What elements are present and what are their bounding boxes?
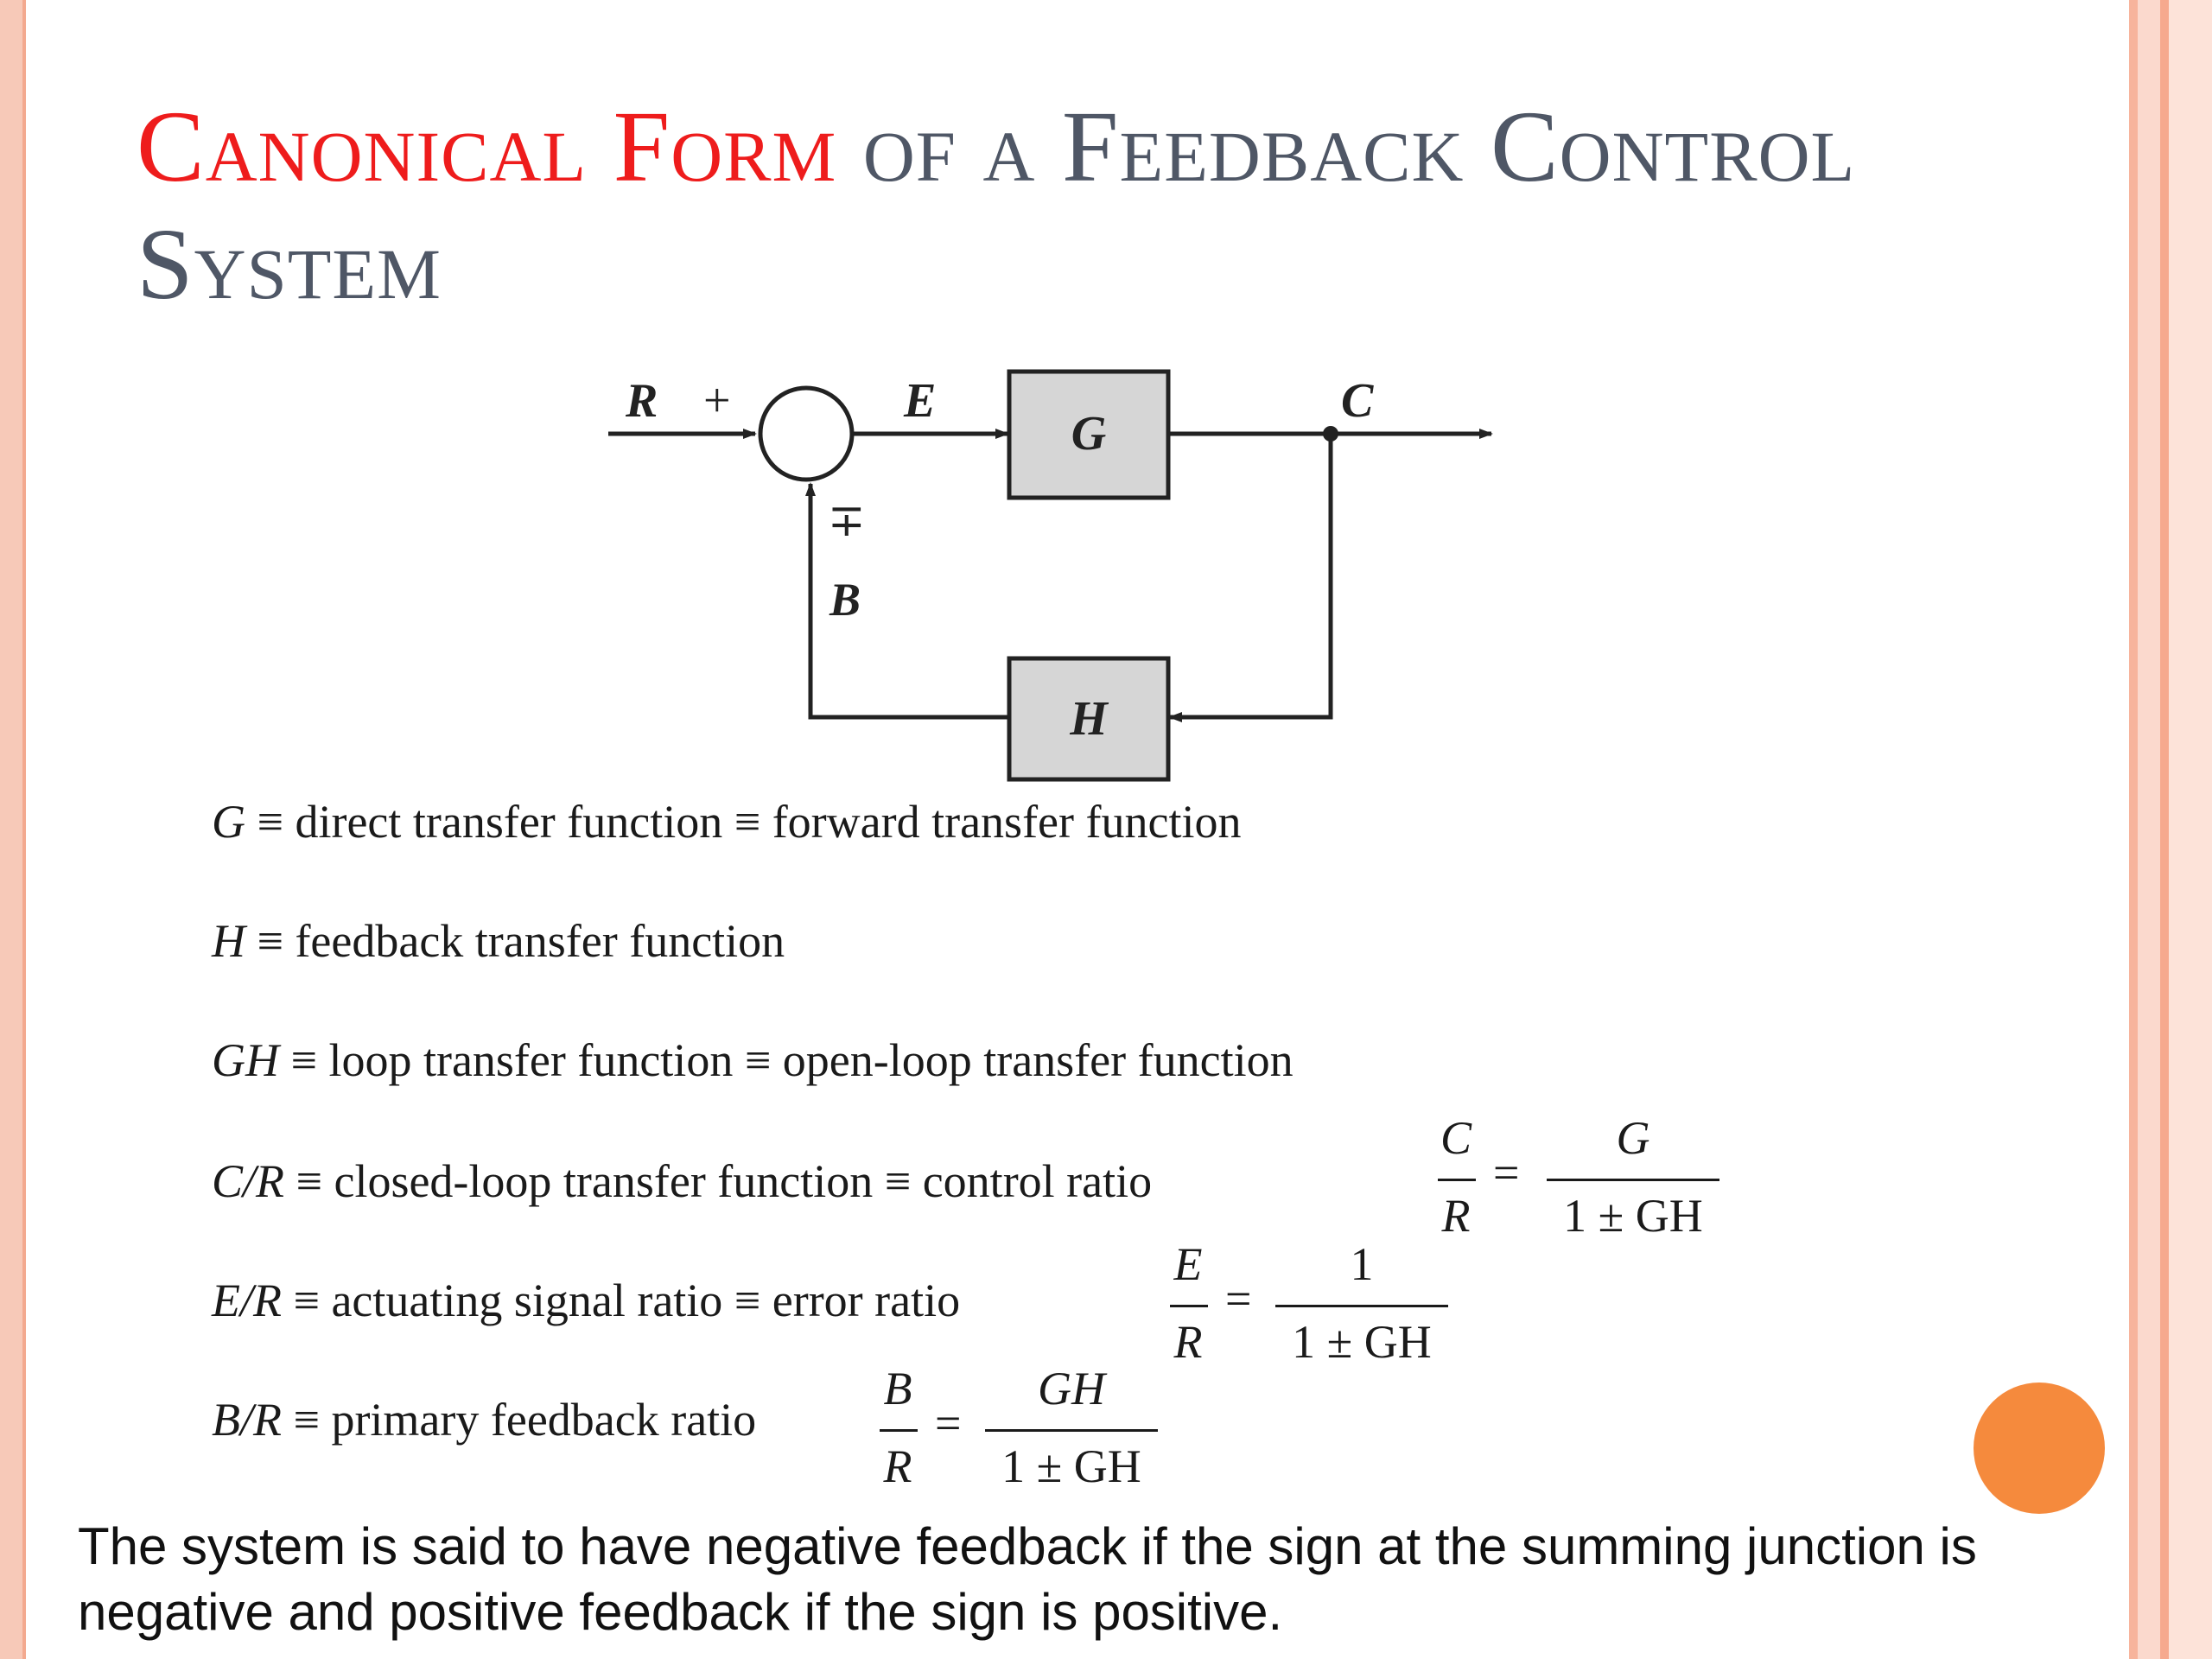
label-g: G bbox=[1071, 407, 1106, 461]
summing-junction bbox=[758, 385, 855, 482]
definition-symbol: E/R bbox=[212, 1274, 282, 1326]
slide-title: Canonical Form of a Feedback Control Sys… bbox=[137, 88, 1951, 323]
formula-lhs-bar bbox=[1438, 1179, 1476, 1181]
label-b: B bbox=[829, 574, 861, 626]
formula-lhs-denominator: R bbox=[1441, 1190, 1471, 1242]
formula-rhs-numerator: GH bbox=[1038, 1363, 1105, 1414]
formula-lhs-numerator: E bbox=[1173, 1238, 1203, 1290]
label-c: C bbox=[1341, 374, 1374, 428]
formula-lhs-denominator: R bbox=[883, 1440, 912, 1492]
definition-symbol: B/R bbox=[212, 1394, 282, 1446]
definition-er: E/R ≡ actuating signal ratio ≡ error rat… bbox=[212, 1274, 960, 1327]
label-h: H bbox=[1069, 692, 1109, 746]
formula-rhs-denominator: 1 ± GH bbox=[1001, 1440, 1141, 1492]
formula-error-ratio: E R = 1 1 ± GH bbox=[1158, 1237, 1452, 1376]
definition-text: ≡ primary feedback ratio bbox=[281, 1394, 757, 1446]
formula-rhs-bar bbox=[985, 1429, 1158, 1432]
definition-text: ≡ feedback transfer function bbox=[245, 915, 785, 967]
formula-lhs-bar bbox=[1170, 1305, 1208, 1307]
feedback-path-left bbox=[805, 482, 1009, 720]
definition-br: B/R ≡ primary feedback ratio bbox=[212, 1393, 756, 1446]
formula-rhs-bar bbox=[1275, 1305, 1448, 1307]
formula-lhs-numerator: B bbox=[883, 1363, 912, 1414]
formula-rhs-denominator: 1 ± GH bbox=[1563, 1190, 1703, 1242]
formula-lhs-denominator: R bbox=[1173, 1316, 1203, 1368]
title-accent-text: Canonical Form bbox=[137, 90, 837, 203]
definition-text: ≡ closed-loop transfer function ≡ contro… bbox=[284, 1155, 1153, 1207]
label-e: E bbox=[903, 374, 936, 428]
formula-feedback-ratio: B R = GH 1 ± GH bbox=[868, 1362, 1161, 1500]
definition-symbol: G bbox=[212, 796, 245, 848]
right-border-decoration bbox=[2129, 0, 2212, 1659]
forward-block-g bbox=[1007, 369, 1171, 500]
definition-gh: GH ≡ loop transfer function ≡ open-loop … bbox=[212, 1033, 1294, 1087]
definition-g: G ≡ direct transfer function ≡ forward t… bbox=[212, 795, 1241, 849]
label-plus: + bbox=[703, 374, 731, 428]
label-r: R bbox=[625, 374, 658, 428]
block-diagram: R + E G C ∓ B H bbox=[608, 369, 1493, 782]
formula-rhs-numerator: 1 bbox=[1350, 1238, 1374, 1290]
formula-rhs-bar bbox=[1547, 1179, 1719, 1181]
definition-symbol: GH bbox=[212, 1034, 279, 1086]
definition-symbol: C/R bbox=[212, 1155, 285, 1207]
feedback-path-right bbox=[1168, 434, 1333, 722]
definition-text: ≡ loop transfer function ≡ open-loop tra… bbox=[279, 1034, 1294, 1086]
decorative-orange-circle bbox=[1974, 1382, 2105, 1514]
formula-equals: = bbox=[1493, 1147, 1520, 1198]
title-rest-text: of a Feedback Control System bbox=[137, 90, 1856, 321]
formula-rhs-denominator: 1 ± GH bbox=[1292, 1316, 1432, 1368]
definition-text: ≡ direct transfer function ≡ forward tra… bbox=[245, 796, 1242, 848]
definition-h: H ≡ feedback transfer function bbox=[212, 914, 785, 968]
formula-lhs-numerator: C bbox=[1440, 1112, 1472, 1164]
formula-lhs-bar bbox=[880, 1429, 918, 1432]
left-border-decoration bbox=[0, 0, 22, 1659]
formula-control-ratio: C R = G 1 ± GH bbox=[1426, 1111, 1719, 1249]
definition-text: ≡ actuating signal ratio ≡ error ratio bbox=[281, 1274, 961, 1326]
formula-equals: = bbox=[1225, 1273, 1252, 1325]
definition-symbol: H bbox=[212, 915, 245, 967]
feedback-note: The system is said to have negative feed… bbox=[78, 1517, 1977, 1641]
feedback-block-h bbox=[1007, 656, 1171, 782]
label-minus-plus: ∓ bbox=[828, 497, 866, 546]
formula-rhs-numerator: G bbox=[1616, 1112, 1650, 1164]
left-border-line bbox=[22, 0, 26, 1659]
definition-cr: C/R ≡ closed-loop transfer function ≡ co… bbox=[212, 1154, 1152, 1208]
formula-equals: = bbox=[935, 1397, 962, 1449]
